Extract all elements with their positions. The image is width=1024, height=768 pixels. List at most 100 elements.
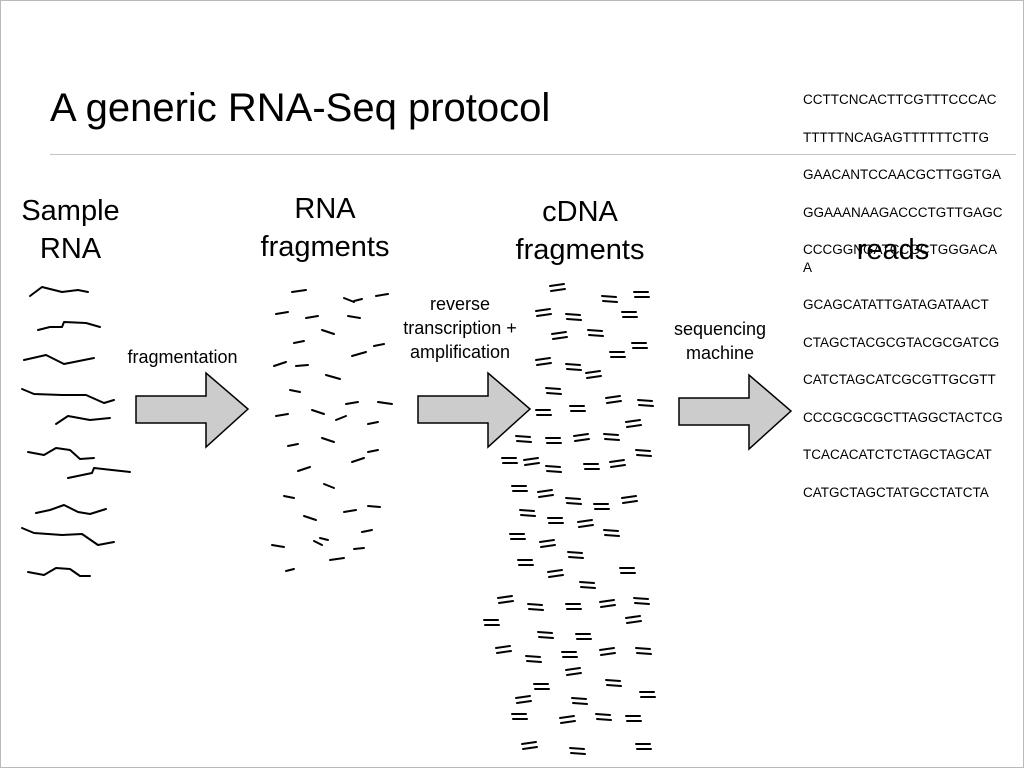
cdna-fragment-icon: [599, 599, 616, 608]
cdna-fragment-icon: [515, 695, 532, 704]
cdna-fragment-icon: [639, 691, 656, 698]
cdna-fragment-icon: [537, 631, 554, 639]
rna-fragment-icon: [321, 437, 335, 443]
rna-fragment-icon: [373, 343, 385, 347]
rna-fragment-icon: [351, 457, 365, 463]
cdna-fragment-icon: [527, 603, 544, 611]
cdna-fragment-icon: [573, 433, 590, 442]
cdna-fragment-icon: [537, 489, 554, 498]
rna-strand-icon: [23, 354, 95, 365]
rna-fragment-icon: [305, 315, 319, 319]
rna-fragment-icon: [285, 568, 295, 572]
rna-fragment-icon: [273, 361, 287, 367]
rna-fragment-icon: [311, 409, 325, 415]
cdna-fragment-icon: [545, 387, 562, 395]
rna-strand-icon: [37, 321, 101, 331]
cdna-fragment-icon: [625, 615, 642, 624]
process-arrow-icon: [135, 371, 250, 449]
cdna-fragment-icon: [497, 595, 514, 604]
cdna-fragment-icon: [495, 645, 512, 654]
cdna-fragment-icon: [517, 559, 534, 566]
rna-fragment-icon: [377, 401, 393, 405]
cdna-fragment-icon: [561, 651, 578, 658]
stage-reads: reads: [856, 234, 930, 266]
rna-fragment-icon: [367, 449, 379, 453]
cdna-fragment-icon: [587, 329, 604, 337]
cdna-fragment-icon: [635, 647, 652, 655]
read-sequence: CCCGGNGATCCGCTGGGACAA: [803, 242, 998, 275]
reads-list: CCTTCNCACTTCGTTTCCCAC TTTTTNCAGAGTTTTTTCT…: [803, 91, 1003, 521]
cdna-fragment-icon: [603, 529, 620, 537]
rna-fragment-icon: [361, 529, 373, 533]
cdna-fragment-icon: [565, 667, 582, 676]
cdna-fragment-icon: [567, 551, 584, 559]
cdna-fragment-icon: [625, 715, 642, 722]
cdna-fragment-icon: [565, 497, 582, 505]
cdna-fragment-icon: [565, 603, 582, 610]
rna-fragment-icon: [289, 389, 301, 393]
cdna-fragment-icon: [519, 509, 536, 517]
rna-fragment-icon: [329, 557, 345, 561]
cdna-fragment-icon: [603, 433, 620, 441]
cdna-fragment-icon: [525, 655, 542, 663]
cdna-fragment-icon: [571, 697, 588, 705]
cdna-fragment-icon: [619, 567, 636, 574]
rna-fragment-icon: [287, 443, 299, 447]
cdna-fragment-icon: [569, 405, 586, 412]
cdna-fragment-icon: [635, 743, 652, 750]
cdna-fragment-icon: [511, 485, 528, 492]
cdna-fragment-icon: [565, 363, 582, 371]
read-sequence: CCCGCGCGCTTAGGCTACTCG: [803, 409, 1003, 425]
cdna-fragment-icon: [547, 569, 564, 578]
slide-title: A generic RNA-Seq protocol: [50, 86, 551, 130]
rna-fragment-icon: [325, 374, 341, 380]
read-sequence: CCTTCNCACTTCGTTTCCCAC: [803, 92, 997, 107]
cdna-fragment-icon: [501, 457, 518, 464]
rna-strand-icon: [21, 388, 115, 404]
read-sequence: CTAGCTACGCGTACGCGATCG: [803, 334, 1000, 350]
read-sequence: GCAGCATATTGATAGATAACT: [803, 297, 989, 312]
rna-strand-icon: [55, 415, 111, 425]
rna-fragment-icon: [303, 515, 317, 521]
cdna-fragment-icon: [621, 495, 638, 504]
cdna-fragment-icon: [609, 459, 626, 468]
cdna-fragment-icon: [625, 419, 642, 428]
rna-fragment-icon: [313, 540, 323, 546]
cdna-fragment-icon: [521, 741, 538, 750]
process-arrow-icon: [678, 373, 793, 451]
rna-fragment-icon: [367, 421, 379, 425]
process-arrow-icon: [417, 371, 532, 449]
cdna-fragment-icon: [577, 519, 594, 528]
rna-fragments-group: [271, 289, 393, 572]
step-fragmentation: fragmentation: [127, 347, 238, 367]
cdna-fragment-icon: [565, 313, 582, 321]
rna-fragment-icon: [343, 509, 357, 513]
cdna-fragment-icon: [635, 449, 652, 457]
read-sequence: CATCTAGCATCGCGTTGCGTT: [803, 372, 996, 387]
read-sequence: TTTTTNCAGAGTTTTTTCTTG: [803, 129, 989, 145]
rna-fragment-icon: [375, 293, 389, 297]
cdna-fragment-icon: [633, 291, 650, 298]
rna-fragment-icon: [297, 466, 311, 472]
cdna-fragment-icon: [575, 633, 592, 640]
rna-fragment-icon: [295, 364, 309, 367]
read-sequence: TCACACATCTCTAGCTAGCAT: [803, 447, 992, 462]
cdna-fragment-icon: [545, 437, 562, 444]
rna-strand-icon: [21, 527, 115, 546]
cdna-fragment-icon: [535, 357, 552, 366]
read-sequence: GGAAANAAGACCCTGTTGAGC: [803, 204, 1003, 220]
cdna-fragment-icon: [549, 283, 566, 292]
cdna-fragment-icon: [609, 351, 626, 358]
cdna-fragment-icon: [579, 581, 596, 589]
rna-fragment-icon: [345, 401, 359, 405]
cdna-fragment-icon: [547, 517, 564, 524]
cdna-fragment-icon: [605, 395, 622, 404]
rna-fragment-icon: [293, 340, 305, 344]
rna-fragment-icon: [321, 329, 335, 335]
rna-fragment-icon: [283, 495, 295, 499]
rna-strand-icon: [27, 447, 95, 460]
cdna-fragment-icon: [551, 331, 568, 340]
cdna-fragment-icon: [637, 399, 654, 407]
